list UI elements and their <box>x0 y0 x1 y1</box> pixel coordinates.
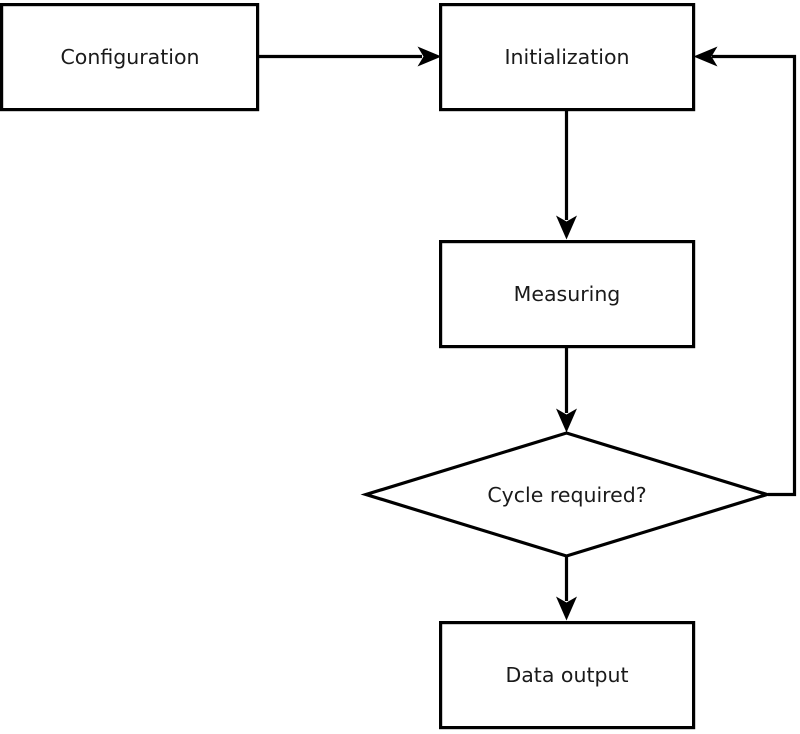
node-initialization[interactable]: Initialization <box>439 2 696 112</box>
measuring-box[interactable] <box>439 240 696 349</box>
node-measuring[interactable]: Measuring <box>439 240 696 349</box>
node-configuration[interactable]: Configuration <box>0 2 260 112</box>
edge-configuration-to-initialization <box>258 46 442 67</box>
configuration-box[interactable] <box>0 2 260 112</box>
arrowhead-measuring-cycle <box>556 408 577 433</box>
edge-initialization-to-measuring <box>556 110 577 240</box>
configuration-label: Configuration <box>60 45 199 69</box>
initialization-box[interactable] <box>439 2 696 112</box>
arrowhead-feedback-init <box>693 46 718 67</box>
node-data-output[interactable]: Data output <box>439 620 696 730</box>
cycle-required-diamond[interactable] <box>360 431 773 558</box>
edge-line-feedback-loop <box>712 54 797 497</box>
edge-cycle-to-initialization-feedback <box>693 46 797 497</box>
data-output-box[interactable] <box>439 620 696 730</box>
arrowhead-init-measuring <box>556 215 577 240</box>
edge-cycle-to-data-output <box>556 557 577 621</box>
arrowhead-config-init <box>417 46 442 67</box>
measuring-label: Measuring <box>514 282 621 306</box>
data-output-label: Data output <box>505 663 628 687</box>
edge-measuring-to-cycle <box>556 348 577 433</box>
arrowhead-cycle-output <box>556 596 577 621</box>
node-cycle-required[interactable]: Cycle required? <box>360 431 773 558</box>
initialization-label: Initialization <box>504 45 629 69</box>
cycle-required-label: Cycle required? <box>487 483 646 507</box>
